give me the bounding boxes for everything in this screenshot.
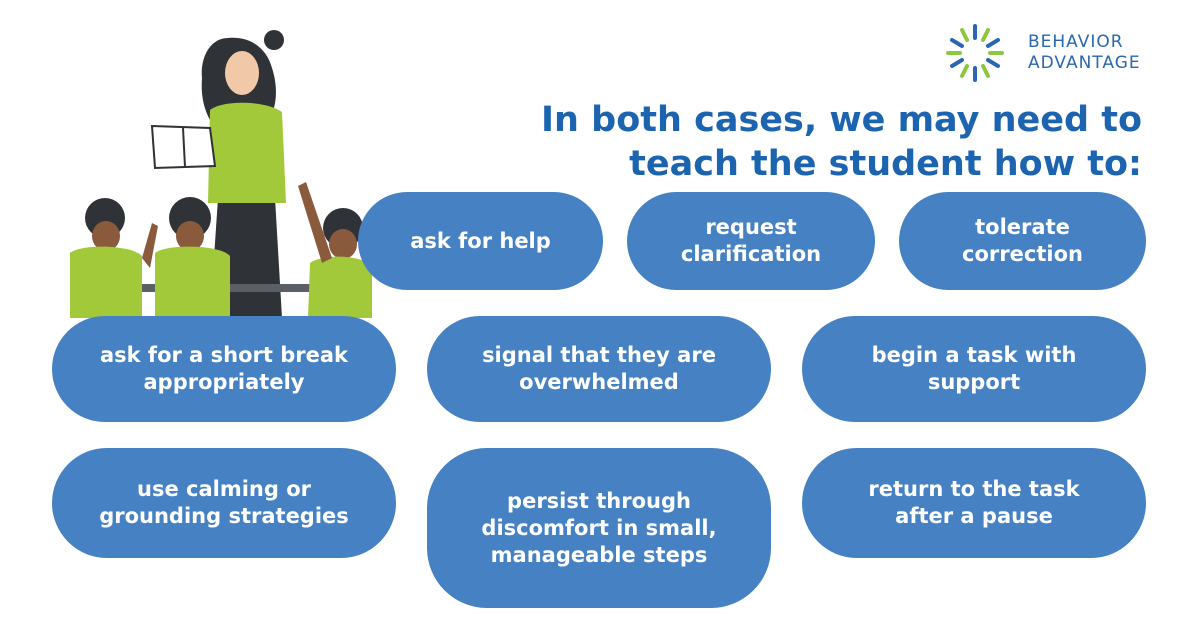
skill-pill-tolerate-correction: tolerate correction xyxy=(899,192,1146,290)
teacher-students-illustration xyxy=(60,18,380,318)
starburst-logo-icon xyxy=(946,24,1004,82)
skill-pill-ask-for-help: ask for help xyxy=(358,192,603,290)
skill-pill-return-to-task: return to the task after a pause xyxy=(802,448,1146,558)
brand-name: BEHAVIOR ADVANTAGE xyxy=(1028,32,1141,74)
skill-pill-signal-overwhelmed: signal that they are overwhelmed xyxy=(427,316,771,422)
skill-pill-begin-task: begin a task with support xyxy=(802,316,1146,422)
brand-name-line1: BEHAVIOR xyxy=(1028,32,1124,52)
skill-pill-ask-for-break: ask for a short break appropriately xyxy=(52,316,396,422)
skill-pill-request-clarification: request clarification xyxy=(627,192,875,290)
headline: In both cases, we may need to teach the … xyxy=(541,100,1142,184)
brand-name-line2: ADVANTAGE xyxy=(1028,53,1141,73)
skill-pill-calming-strategies: use calming or grounding strategies xyxy=(52,448,396,558)
skill-pill-persist-through-discomfort: persist through discomfort in small, man… xyxy=(427,448,771,608)
brand-logo: BEHAVIOR ADVANTAGE xyxy=(944,22,1154,84)
